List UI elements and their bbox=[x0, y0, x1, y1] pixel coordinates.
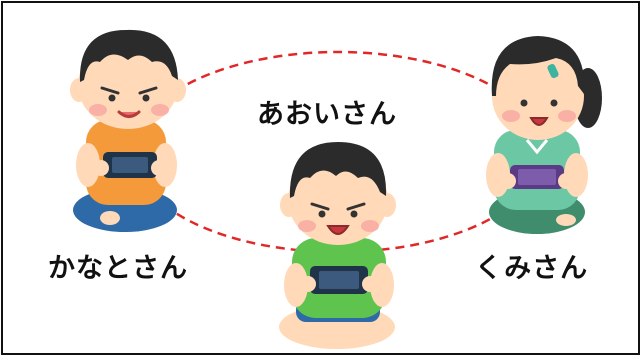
boy-aoi-icon bbox=[279, 142, 396, 349]
label-kumi: くみさん bbox=[475, 253, 589, 284]
boy-kanato-icon bbox=[70, 29, 186, 232]
girl-kumi-icon bbox=[486, 36, 602, 234]
label-aoi: あおいさん bbox=[257, 99, 397, 130]
label-kanato: かなとさん bbox=[48, 253, 188, 284]
